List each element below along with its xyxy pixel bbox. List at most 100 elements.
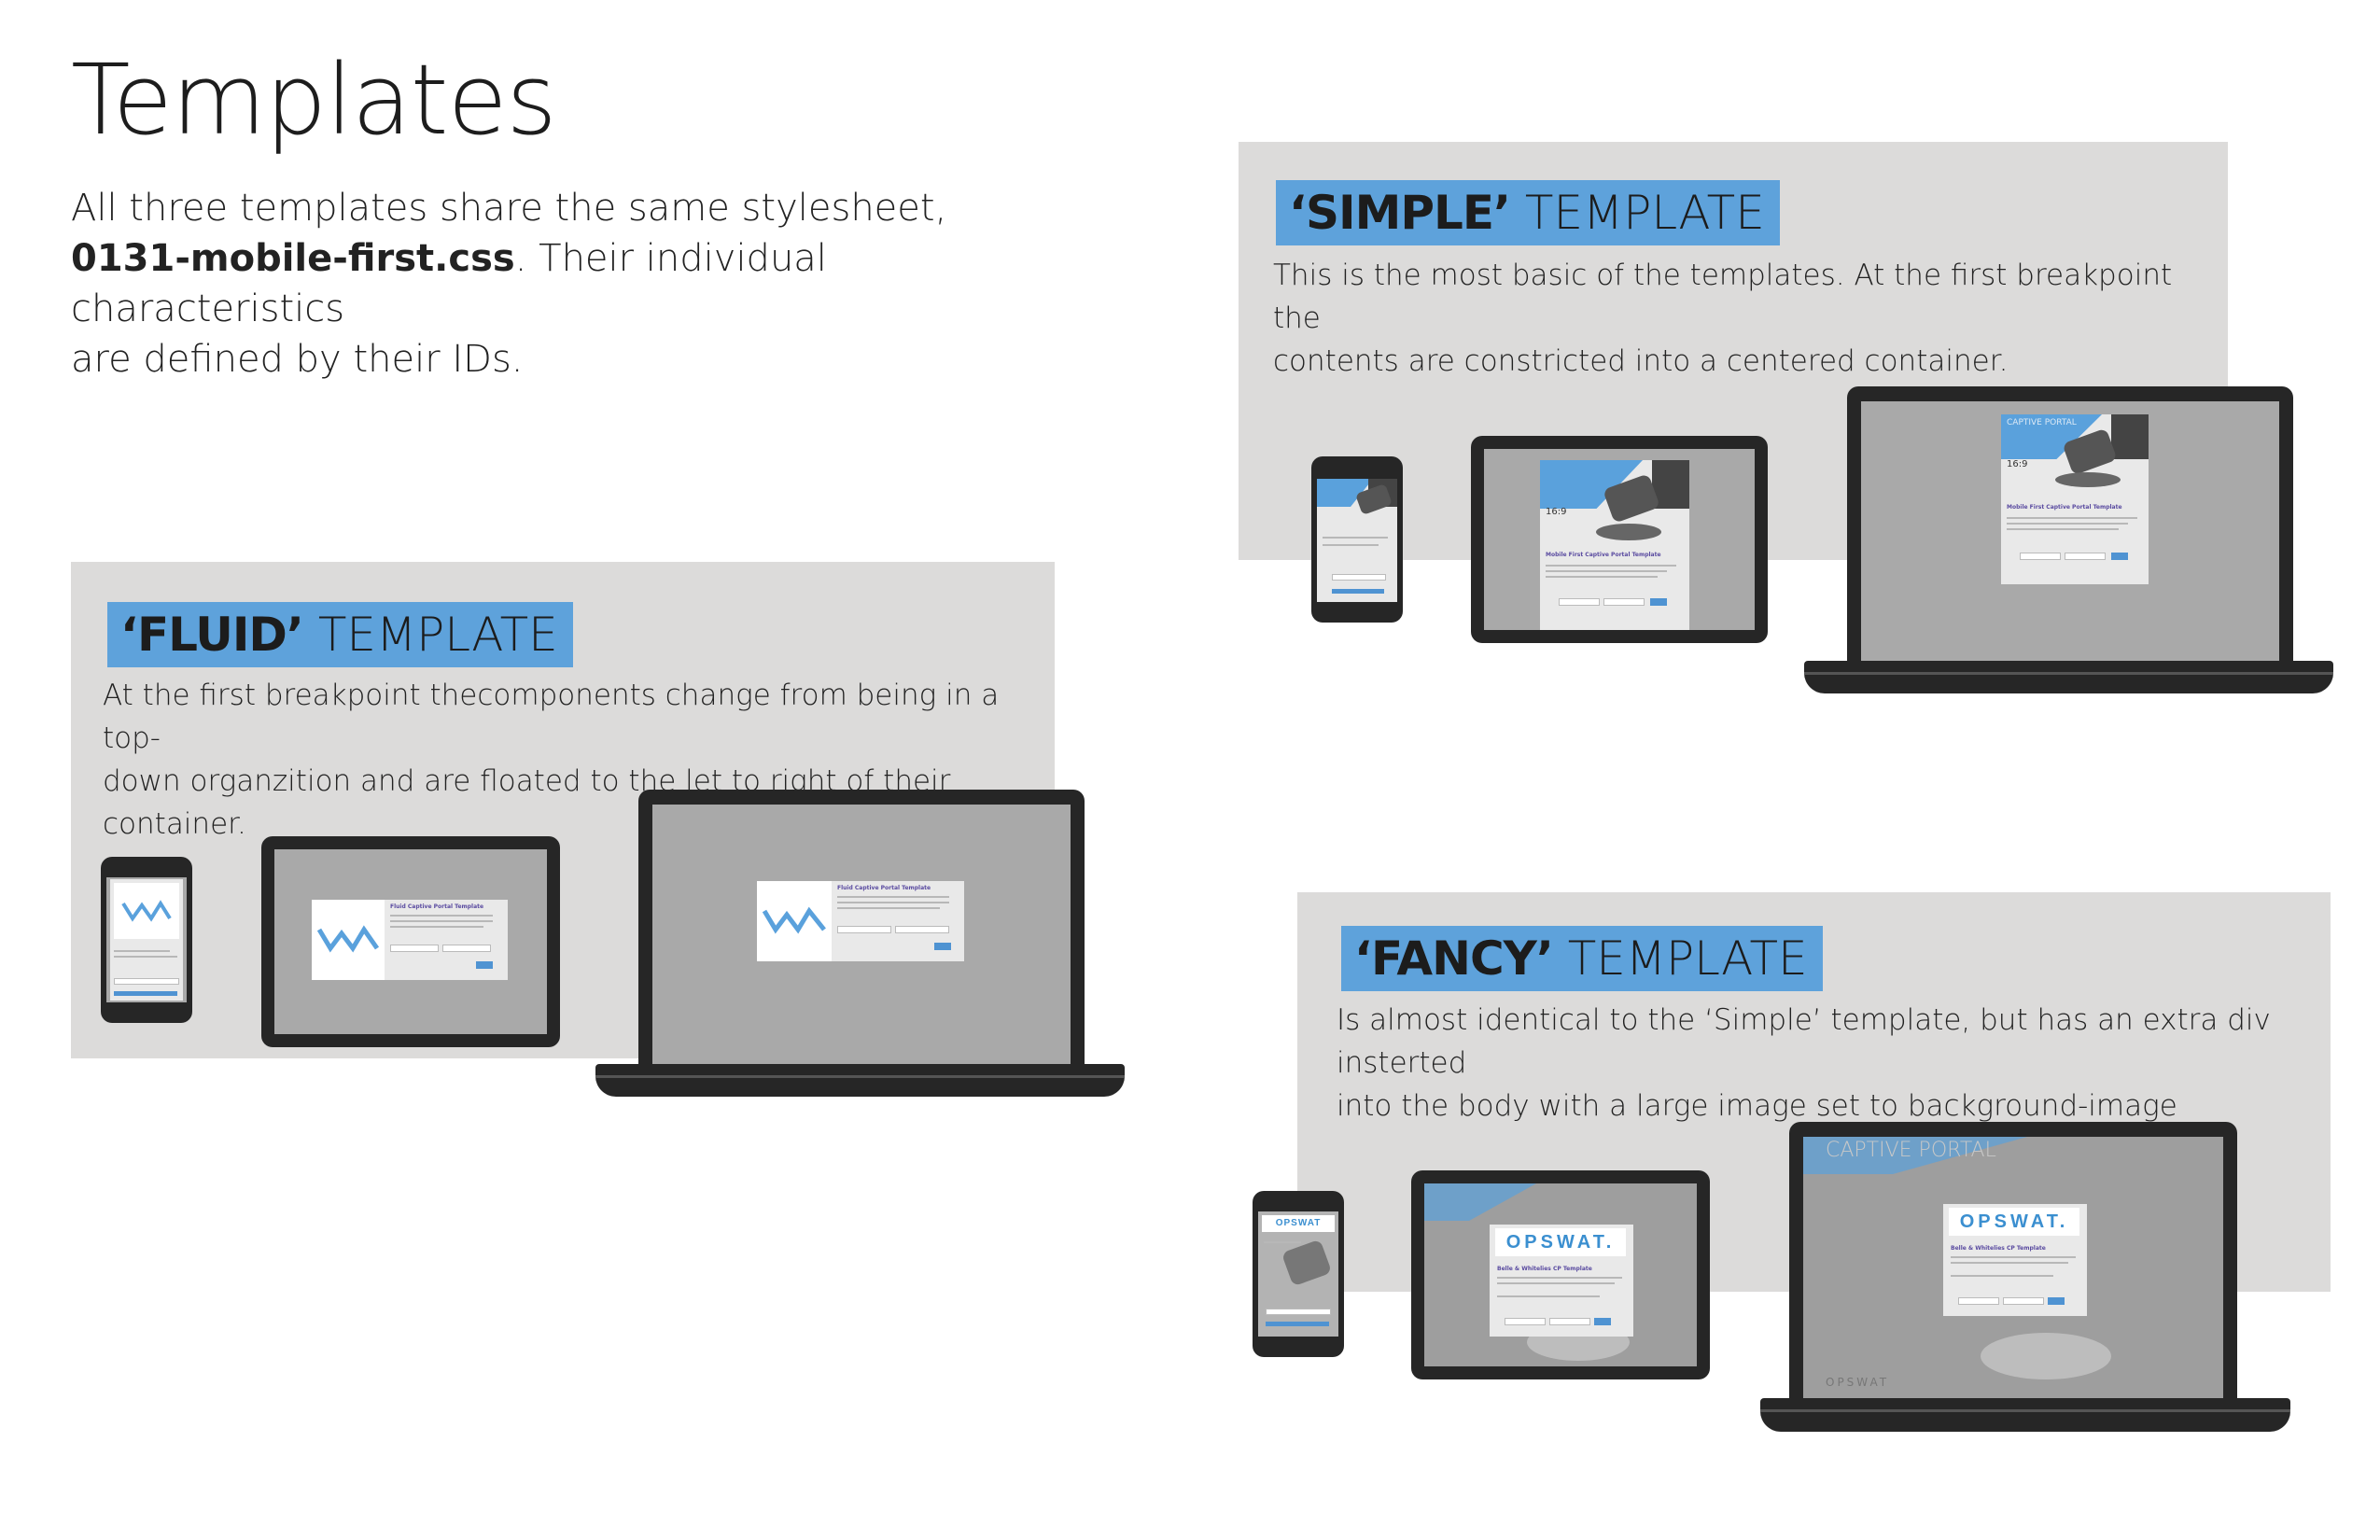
banner-dark-shape <box>2111 414 2149 459</box>
intro-text: All three templates share the same style… <box>71 183 995 385</box>
text-line <box>1264 1241 1301 1243</box>
username-field <box>1505 1318 1546 1325</box>
base-hinge <box>1760 1409 2290 1412</box>
simple-laptop-base <box>1804 661 2333 693</box>
simple-tablet-device: 16:9 Mobile First Captive Portal Templat… <box>1471 436 1768 643</box>
intro-line-1: All three templates share the same style… <box>71 187 947 230</box>
simple-laptop-card: CAPTIVE PORTAL 16:9 Mobile First Captive… <box>2001 414 2149 584</box>
text-line <box>1497 1295 1600 1297</box>
fluid-badge-suffix: TEMPLATE <box>302 608 558 662</box>
simple-badge: ‘SIMPLE’ TEMPLATE <box>1276 180 1780 245</box>
simple-badge-name: ‘SIMPLE’ <box>1289 186 1511 240</box>
fancy-badge-name: ‘FANCY’ <box>1354 931 1554 986</box>
wa-logo <box>312 900 385 980</box>
intro-line-3: are defined by their IDs. <box>71 338 524 381</box>
card-heading: Fluid Captive Portal Template <box>390 903 484 910</box>
text-line <box>390 920 493 922</box>
fluid-desc-line-2: down organzition and are floated to the … <box>103 764 951 841</box>
simple-tablet-screen: 16:9 Mobile First Captive Portal Templat… <box>1484 449 1755 630</box>
card-heading: Belle & Whitelies CP Template <box>1951 1245 2046 1252</box>
fluid-badge: ‘FLUID’ TEMPLATE <box>107 602 573 667</box>
text-line <box>1323 544 1379 546</box>
fluid-badge-name: ‘FLUID’ <box>120 608 304 662</box>
simple-badge-suffix: TEMPLATE <box>1510 186 1765 240</box>
sign-in-button <box>2048 1297 2065 1305</box>
fancy-tablet-screen: OPSWAT. Belle & Whitelies CP Template <box>1424 1183 1697 1366</box>
text-line <box>390 926 483 928</box>
wa-logo-icon <box>316 925 380 953</box>
username-field <box>837 926 891 933</box>
simple-phone-device <box>1311 456 1403 623</box>
fluid-laptop-device: Fluid Captive Portal Template <box>638 790 1085 1064</box>
fancy-phone-device: OPSWAT <box>1253 1191 1344 1357</box>
wa-logo-icon <box>121 900 172 922</box>
text-line <box>1546 570 1667 572</box>
ratio-label: 16:9 <box>1546 507 1567 517</box>
sign-in-button <box>114 991 177 996</box>
password-field <box>895 926 949 933</box>
intro-line-2: . Their individual characteristics <box>71 237 827 330</box>
simple-laptop-screen: CAPTIVE PORTAL 16:9 Mobile First Captive… <box>1861 401 2279 661</box>
card-heading: Fluid Captive Portal Template <box>837 885 931 891</box>
text-line <box>2007 523 2128 525</box>
fluid-laptop-screen: Fluid Captive Portal Template <box>652 805 1071 1064</box>
username-field <box>1332 574 1386 581</box>
password-field <box>2003 1297 2044 1305</box>
fluid-phone-screen <box>106 877 187 1002</box>
background-blue-shape <box>1424 1183 1536 1221</box>
sign-in-button <box>1650 598 1667 606</box>
text-line <box>114 956 177 958</box>
sign-in-button <box>934 943 951 950</box>
fluid-tablet-device: Fluid Captive Portal Template <box>261 836 560 1047</box>
text-line <box>114 950 170 952</box>
fancy-badge-suffix: TEMPLATE <box>1552 931 1808 986</box>
password-field <box>2065 553 2106 560</box>
fancy-laptop-card: OPSWAT. Belle & Whitelies CP Template <box>1943 1204 2087 1316</box>
fancy-tablet-device: OPSWAT. Belle & Whitelies CP Template <box>1411 1170 1710 1379</box>
fancy-laptop-device: CAPTIVE PORTAL OPSWAT OPSWAT. Belle & Wh… <box>1789 1122 2237 1398</box>
fancy-desc-line-2: into the body with a large image set to … <box>1337 1089 2177 1123</box>
fluid-laptop-base <box>595 1064 1125 1097</box>
simple-laptop-device: CAPTIVE PORTAL 16:9 Mobile First Captive… <box>1847 386 2293 661</box>
fancy-tablet-card: OPSWAT. Belle & Whitelies CP Template <box>1490 1225 1633 1337</box>
sign-in-button <box>1266 1322 1329 1326</box>
text-line <box>1323 537 1388 539</box>
username-field <box>1559 598 1600 606</box>
ratio-label: 16:9 <box>2007 459 2028 469</box>
wa-logo-icon <box>762 906 826 934</box>
fluid-phone-card <box>110 879 183 1001</box>
text-line <box>1497 1277 1622 1279</box>
opswat-logo: OPSWAT. <box>1495 1228 1626 1256</box>
opswat-logo: OPSWAT. <box>1949 1208 2079 1236</box>
sign-in-button <box>476 961 493 969</box>
banner-label: CAPTIVE PORTAL <box>2007 418 2077 427</box>
router-base-image <box>1596 524 1661 540</box>
username-field <box>390 945 439 952</box>
router-image <box>1281 1239 1333 1287</box>
router-base-image <box>2055 472 2121 487</box>
simple-phone-screen <box>1317 479 1397 602</box>
card-heading: Mobile First Captive Portal Template <box>2007 504 2122 511</box>
text-line <box>837 902 949 903</box>
fancy-laptop-screen: CAPTIVE PORTAL OPSWAT OPSWAT. Belle & Wh… <box>1803 1137 2223 1398</box>
text-line <box>1546 565 1676 567</box>
stylesheet-filename: 0131-mobile-first.css <box>71 237 515 280</box>
text-line <box>390 915 493 917</box>
password-field <box>442 945 491 952</box>
base-hinge <box>595 1075 1125 1078</box>
text-line <box>1951 1262 2068 1264</box>
text-line <box>1546 576 1658 578</box>
background-banner-label: CAPTIVE PORTAL <box>1826 1139 1996 1162</box>
password-field <box>1603 598 1645 606</box>
fluid-phone-device <box>101 857 192 1023</box>
page-title: Templates <box>71 43 557 157</box>
card-heading: Mobile First Captive Portal Template <box>1546 552 1661 558</box>
card-heading: Belle & Whitelies CP Template <box>1497 1266 1592 1272</box>
sign-in-button <box>1332 589 1384 594</box>
simple-desc-line-1: This is the most basic of the templates.… <box>1273 259 2173 335</box>
text-line <box>1497 1282 1615 1284</box>
simple-description: This is the most basic of the templates.… <box>1273 254 2206 383</box>
username-field <box>1958 1297 1999 1305</box>
background-router-image <box>1981 1333 2111 1379</box>
wa-logo <box>757 881 832 961</box>
